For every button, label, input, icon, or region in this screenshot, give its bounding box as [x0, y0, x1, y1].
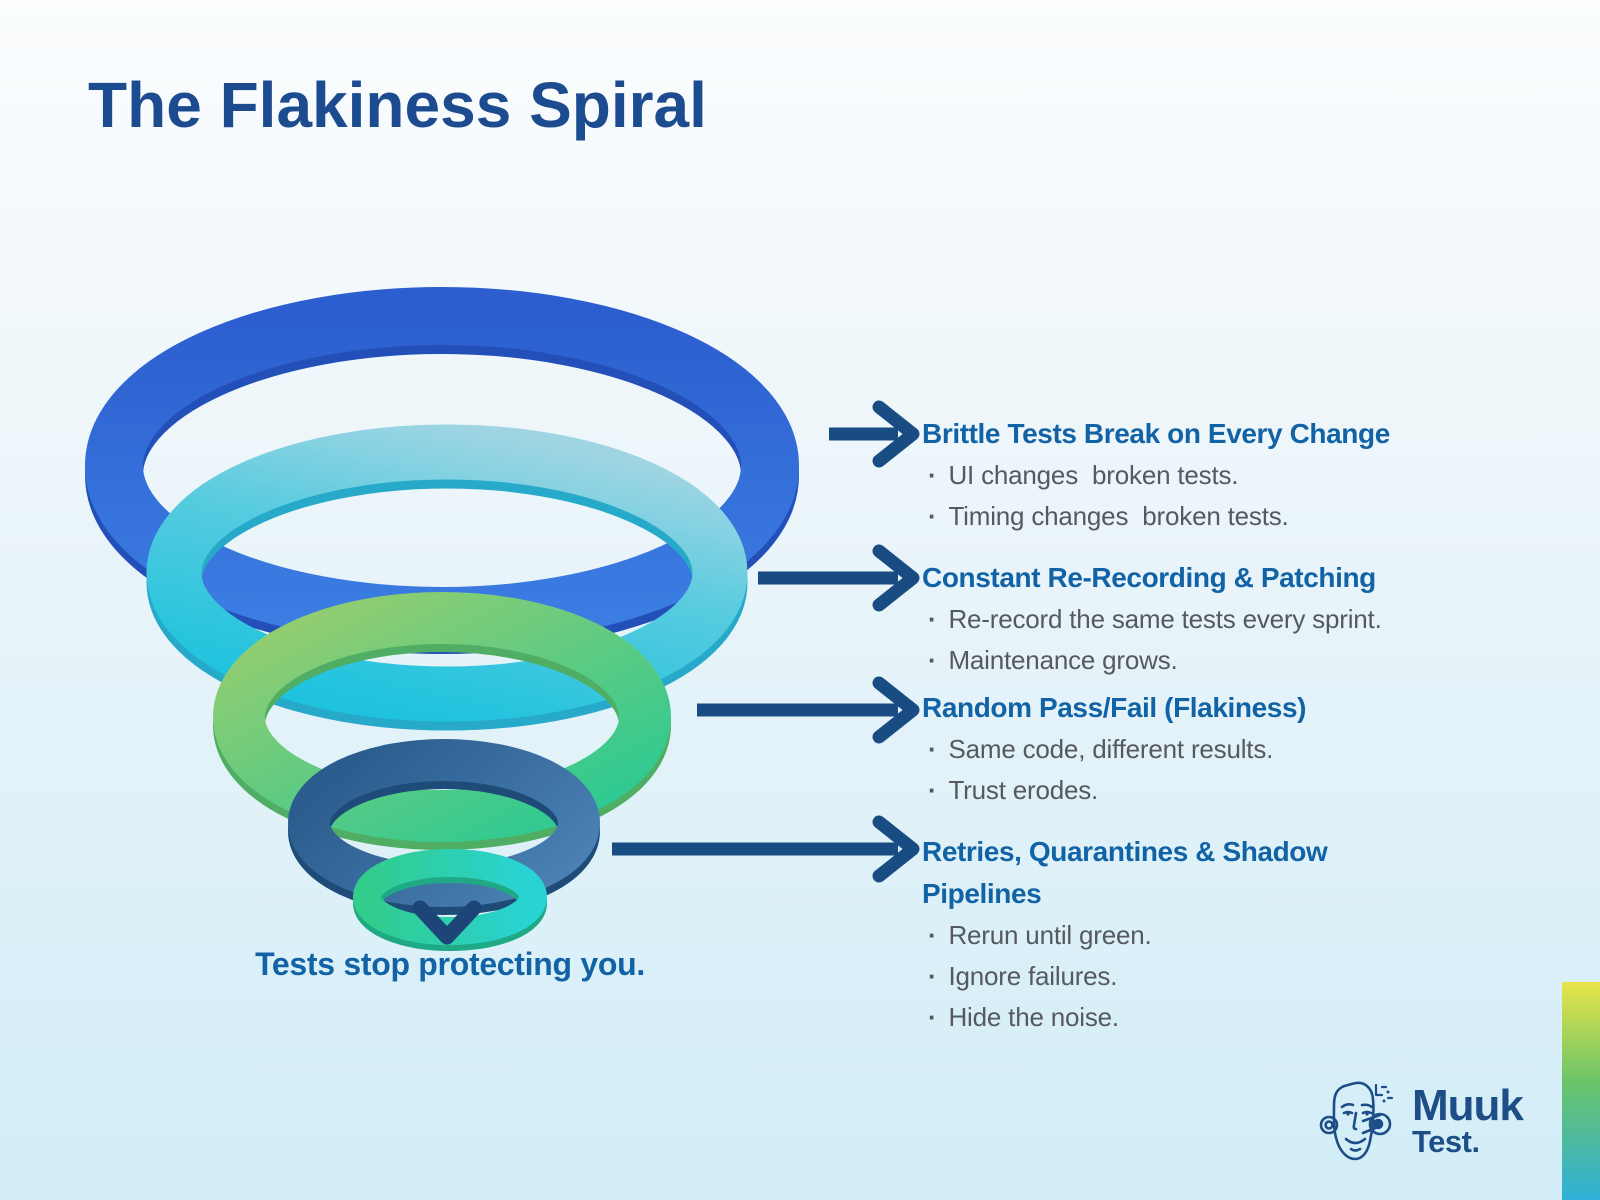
callout-heading: Random Pass/Fail (Flakiness): [922, 692, 1307, 723]
callout-arrow-2: [758, 544, 920, 612]
logo-word-test: Test.: [1412, 1124, 1480, 1159]
bullet-dot: ·: [928, 920, 937, 950]
bullet-dot: ·: [928, 645, 937, 675]
spiral-ring-2: [146, 424, 748, 731]
page-title: The Flakiness Spiral: [88, 69, 707, 141]
bullet-item: ·Timing changes broken tests.: [922, 496, 1482, 537]
bullet-dot: ·: [928, 460, 937, 490]
bullet-item: ·Same code, different results.: [922, 729, 1482, 770]
bullet-dot: ·: [928, 734, 937, 764]
callout-arrow-4: [612, 815, 920, 883]
callout-bullets: ·Same code, different results. ·Trust er…: [922, 729, 1482, 811]
callout-bullets: ·Rerun until green. ·Ignore failures. ·H…: [922, 915, 1422, 1038]
bullet-dot: ·: [928, 775, 937, 805]
bullet-item: ·Ignore failures.: [922, 956, 1422, 997]
bullet-item: ·UI changes broken tests.: [922, 455, 1482, 496]
callout-heading: Constant Re-Recording & Patching: [922, 562, 1376, 593]
bullet-item: ·Re-record the same tests every sprint.: [922, 599, 1482, 640]
bullet-dot: ·: [928, 501, 937, 531]
bullet-item: ·Rerun until green.: [922, 915, 1422, 956]
callout-heading: Retries, Quarantines & Shadow Pipelines: [922, 836, 1328, 909]
callout-arrow-1: [829, 400, 920, 468]
bullet-dot: ·: [928, 604, 937, 634]
muuktest-logo: Muuk Test.: [1318, 1076, 1524, 1168]
accent-gradient-strip: [1562, 982, 1600, 1200]
muuk-face-icon: [1319, 1081, 1394, 1161]
spiral-bottom-label: Tests stop protecting you.: [255, 946, 645, 982]
callout-arrow-3: [697, 676, 920, 744]
callout-re-recording: Constant Re-Recording & Patching ·Re-rec…: [922, 557, 1482, 681]
logo-wordmark: Muuk Test.: [1412, 1081, 1524, 1159]
bullet-dot: ·: [928, 1002, 937, 1032]
bullet-item: ·Trust erodes.: [922, 770, 1482, 811]
bullet-dot: ·: [928, 961, 937, 991]
spiral-ring-4: [288, 739, 600, 915]
logo-word-muuk: Muuk: [1412, 1081, 1524, 1130]
callout-bullets: ·UI changes broken tests. ·Timing change…: [922, 455, 1482, 537]
bullet-item: ·Hide the noise.: [922, 997, 1422, 1038]
callout-bullets: ·Re-record the same tests every sprint. …: [922, 599, 1482, 681]
callout-brittle-tests: Brittle Tests Break on Every Change ·UI …: [922, 413, 1482, 537]
callout-random-pass-fail: Random Pass/Fail (Flakiness) ·Same code,…: [922, 687, 1482, 811]
bullet-item: ·Maintenance grows.: [922, 640, 1482, 681]
callout-heading: Brittle Tests Break on Every Change: [922, 418, 1390, 449]
chevron-down-icon: [412, 900, 482, 945]
spiral-ring-3: [213, 592, 671, 850]
callout-retries-quarantines: Retries, Quarantines & Shadow Pipelines …: [922, 831, 1422, 1038]
